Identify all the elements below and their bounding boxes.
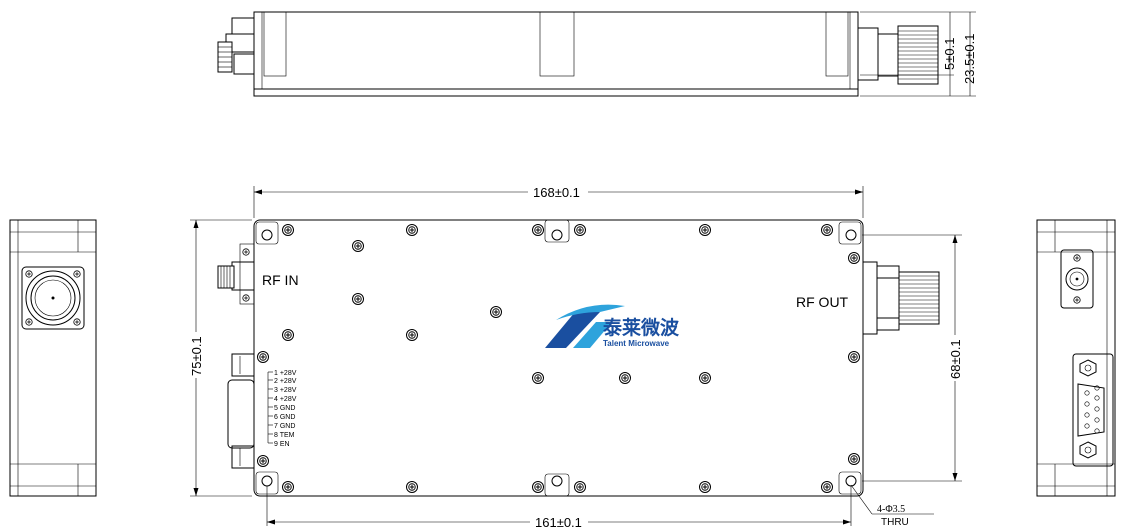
rf-out-connector [862, 261, 940, 335]
mounting-hole [845, 229, 857, 241]
right-end-view [1036, 219, 1116, 497]
pin-8: 8 TEM [274, 432, 295, 439]
mounting-hole [261, 229, 273, 241]
hole-spec-count: 4-Φ3.5 [877, 504, 905, 515]
n-connector-front [21, 266, 85, 330]
logo-name-en: Talent Microwave [603, 339, 670, 348]
dim-width-holes: 68±0.1 [948, 339, 963, 379]
mounting-hole [261, 475, 273, 487]
pin-2: 2 +28V [274, 378, 297, 385]
pin-1: 1 +28V [274, 370, 297, 377]
dsub-connector-front [1072, 353, 1114, 467]
left-end-view [9, 219, 97, 497]
pinout-list: 1 +28V 2 +28V 3 +28V 4 +28V 5 GND 6 GND … [267, 370, 297, 448]
pin-7: 7 GND [274, 423, 295, 430]
screws [257, 224, 860, 493]
sma-connector-front [1060, 249, 1094, 309]
dim-length-overall: 168±0.1 [533, 185, 580, 200]
rf-in-connector [217, 243, 255, 305]
top-side-view: 5±0.1 23.5±0.1 [217, 11, 977, 97]
dsub-connector-top [227, 353, 255, 469]
pin-6: 6 GND [274, 414, 295, 421]
rf-out-label: RF OUT [796, 294, 849, 310]
company-logo: 泰莱微波 Talent Microwave [545, 304, 680, 348]
pin-5: 5 GND [274, 405, 295, 412]
dim-width-overall: 75±0.1 [189, 336, 204, 376]
rf-in-label: RF IN [262, 272, 299, 288]
pin-4: 4 +28V [274, 396, 297, 403]
dim-top-height-total: 23.5±0.1 [962, 33, 977, 84]
logo-name-cn: 泰莱微波 [602, 316, 680, 339]
pin-3: 3 +28V [274, 387, 297, 394]
dim-length-holes: 161±0.1 [535, 515, 582, 529]
pin-9: 9 EN [274, 441, 290, 448]
main-top-view: RF IN RF OUT [189, 184, 963, 529]
hole-spec-thru: THRU [881, 517, 909, 528]
sma-connector-side [217, 17, 255, 75]
n-connector-side [857, 25, 939, 85]
mounting-hole [845, 475, 857, 487]
dim-top-height-small: 5±0.1 [942, 38, 957, 70]
